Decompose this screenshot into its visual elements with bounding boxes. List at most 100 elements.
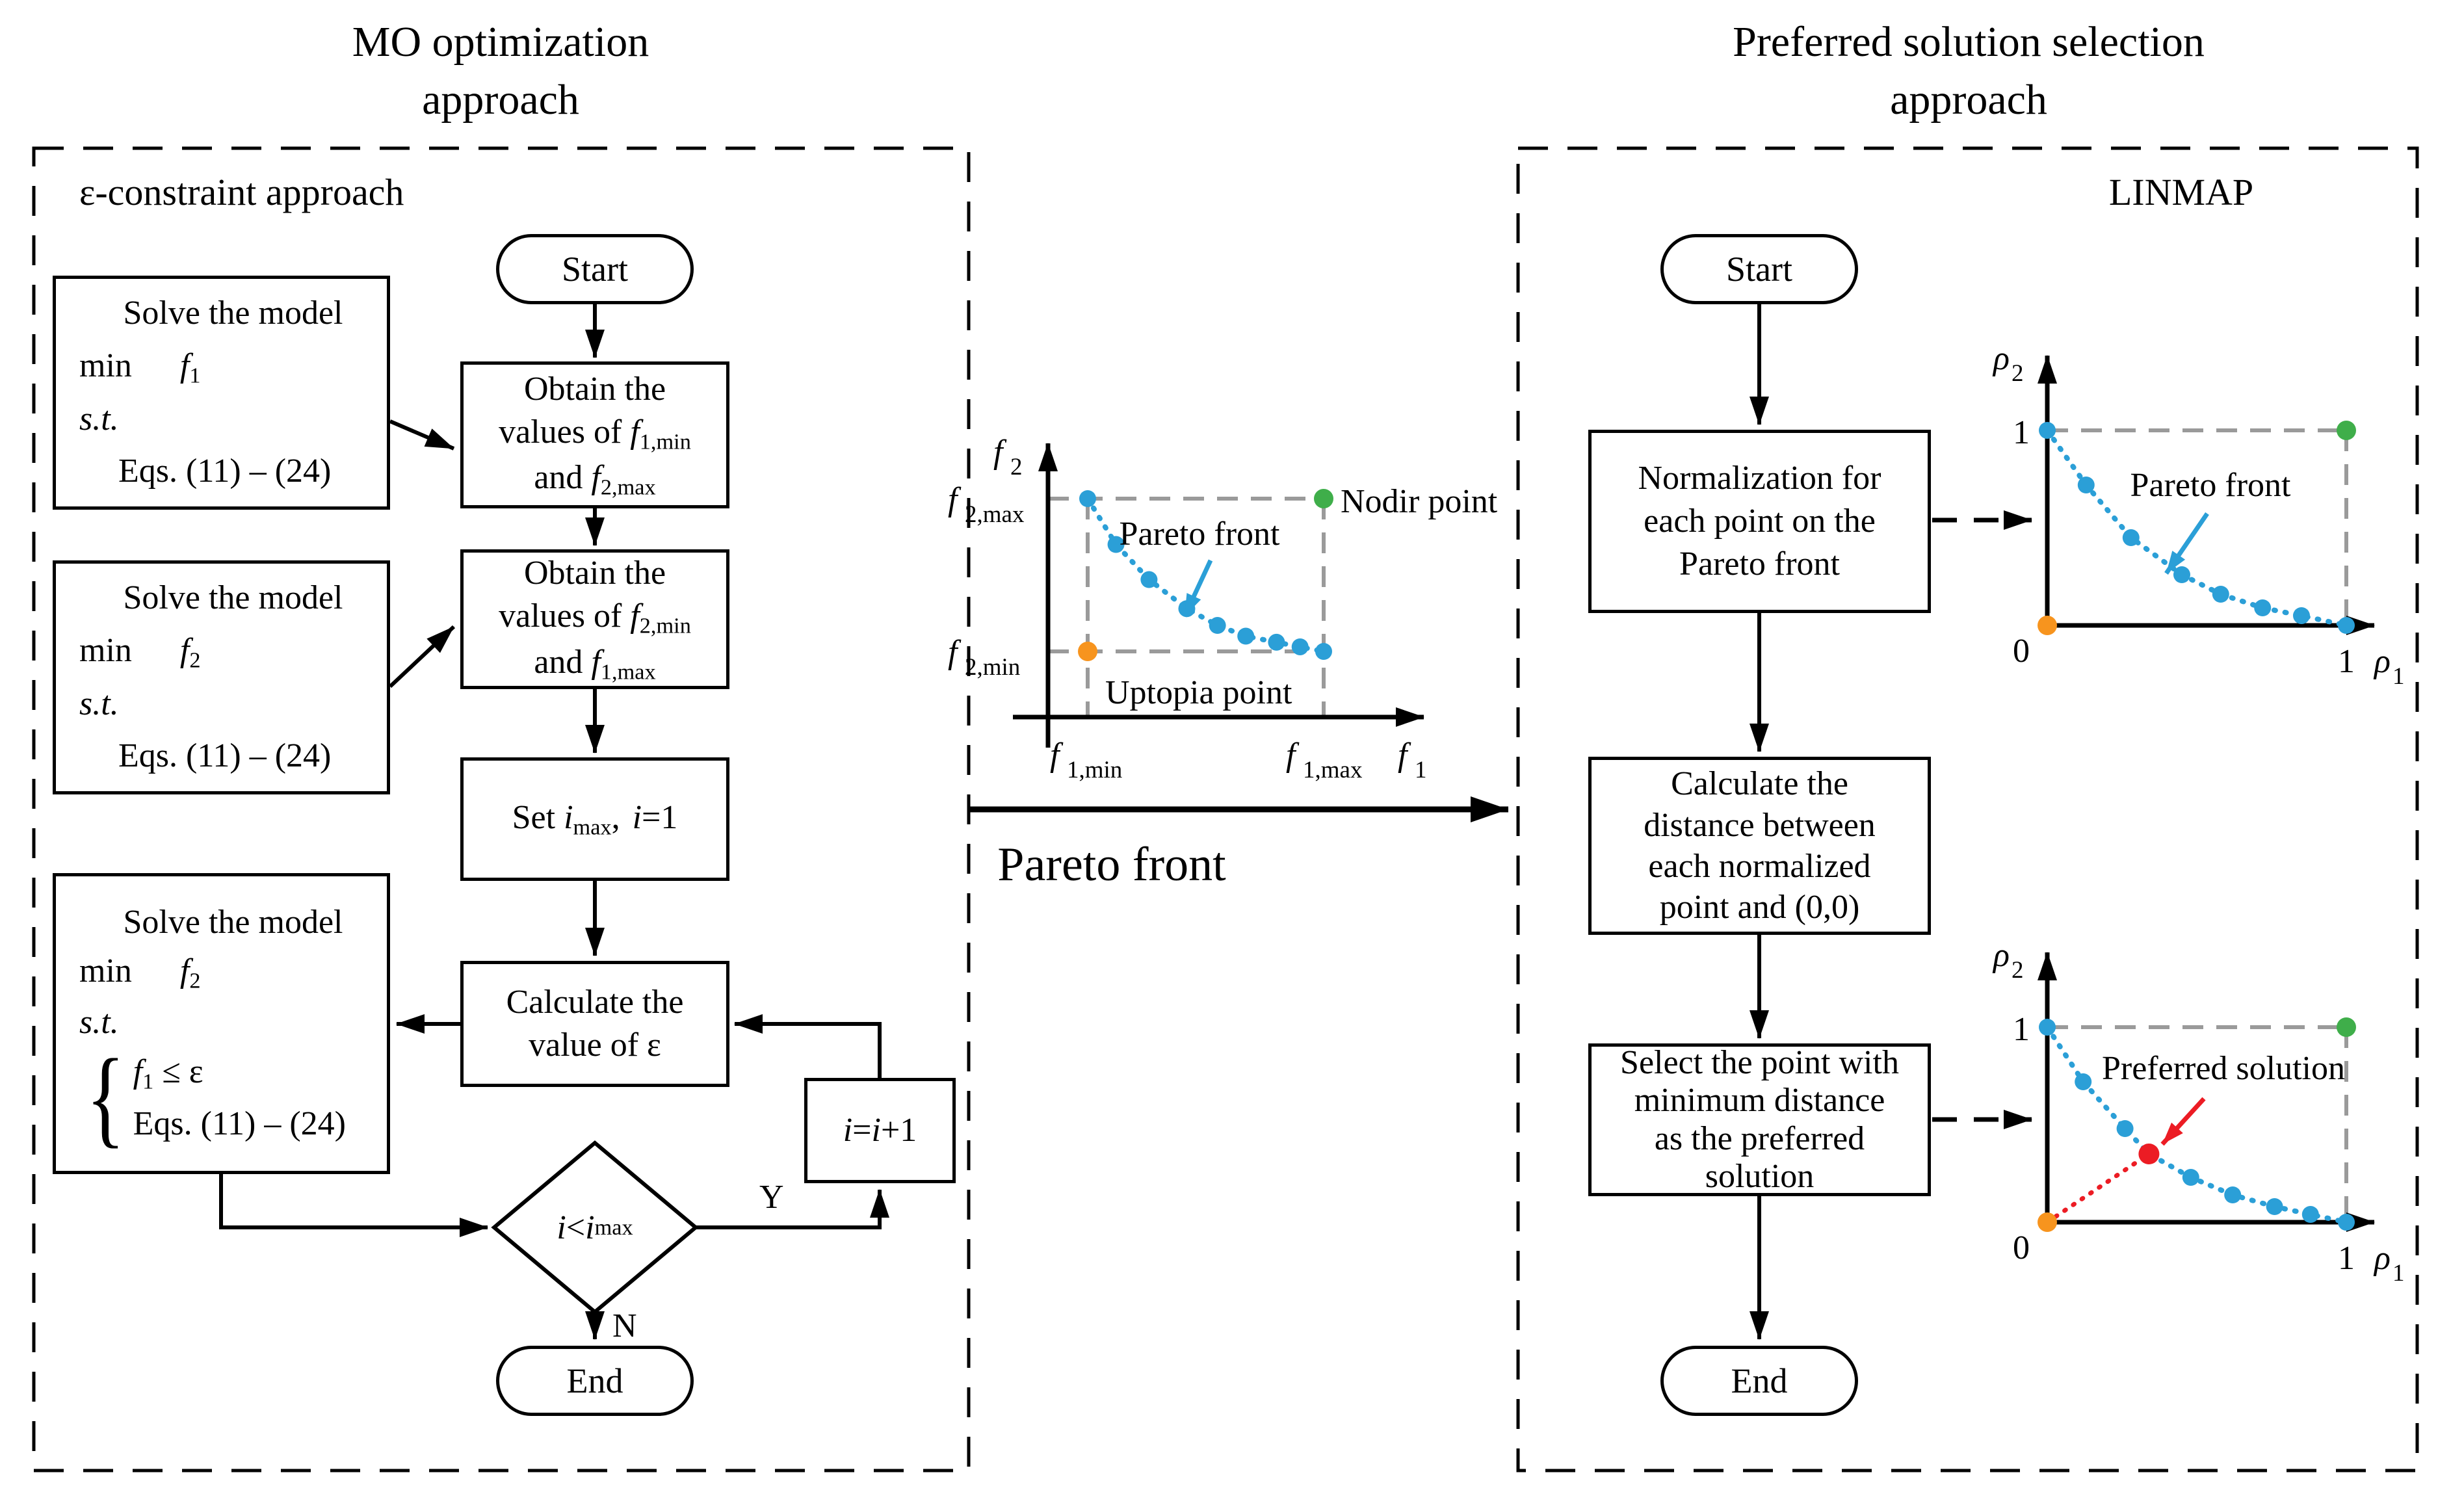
box-line: Solve the model <box>123 294 343 332</box>
box-line: Set imax, i=1 <box>512 796 678 842</box>
arrow-solve2-to-obtain2 <box>388 625 456 688</box>
right-end-node: End <box>1660 1346 1858 1416</box>
pareto-point <box>2075 1073 2092 1090</box>
pareto-point <box>2116 1120 2134 1137</box>
xtick-f1min-sub: 1,min <box>1067 757 1122 783</box>
i-symbol: i <box>557 1209 566 1246</box>
f-symbol: f <box>630 413 640 451</box>
decision-diamond <box>491 1140 699 1315</box>
xtick-1: 1 <box>2338 643 2355 680</box>
x-axis-label-sub: 1 <box>2392 1260 2405 1287</box>
pareto-point <box>1268 633 1285 651</box>
pareto-point <box>2039 422 2056 439</box>
x-axis-label-sub: 1 <box>1415 757 1427 783</box>
equations-ref: Eqs. (11) – (24) <box>118 737 332 775</box>
y-axis-label-sub: 2 <box>1010 454 1023 480</box>
objective-symbol: f <box>179 952 190 990</box>
pareto-points-group <box>1078 489 1333 661</box>
pareto-point <box>2212 586 2229 603</box>
x-axis-label: f <box>1398 737 1411 774</box>
ytick-f2max-sub: 2,max <box>965 501 1025 528</box>
i-symbol: i <box>632 798 642 836</box>
normalized-chart-bottom: ρ 2 1 0 1 ρ 1 Preferred solution <box>1992 937 2405 1287</box>
f-subscript: 1,min <box>639 429 691 454</box>
i-subscript: max <box>594 1214 633 1240</box>
pareto-point <box>2301 1206 2319 1223</box>
box-line: minimum distance <box>1634 1082 1885 1119</box>
arrow-decision-yes-to-incr <box>696 1189 889 1229</box>
x-axis-label-sub: 1 <box>2392 663 2405 690</box>
normalized-chart-top: ρ 2 1 0 1 ρ 1 Pareto front <box>1992 340 2405 690</box>
constraint-line1: f1 ≤ ε <box>133 1047 346 1099</box>
preferred-solution-annotation: Preferred solution <box>2102 1050 2345 1087</box>
objective-space-chart: f 2 f 2,max f 2,min f 1,min f 1,max f 1 … <box>948 434 1498 783</box>
subject-to: s.t. <box>79 685 119 722</box>
objective-subscript: 2 <box>189 968 201 993</box>
text-token: +1 <box>880 1111 917 1149</box>
pareto-front-pointer-arrow <box>2164 512 2209 575</box>
box-line: and f1,max <box>534 641 655 687</box>
x-axis-label: ρ <box>2373 1240 2391 1277</box>
pareto-point <box>2077 477 2095 493</box>
pareto-front-annotation: Pareto front <box>1120 516 1280 553</box>
f-subscript: 2,max <box>600 475 656 500</box>
start-label: Start <box>562 249 628 289</box>
text-token: Set <box>512 798 564 836</box>
calculate-epsilon-box: Calculate the value of ε <box>460 961 729 1087</box>
f-symbol: f <box>591 459 601 497</box>
ytick-1: 1 <box>2013 1011 2030 1048</box>
box-line: Obtain the <box>523 370 666 408</box>
normalization-box: Normalization for each point on the Pare… <box>1588 430 1931 613</box>
objective-subscript: 1 <box>189 363 201 388</box>
origin-0: 0 <box>2013 1229 2030 1266</box>
box-line: i=i+1 <box>843 1109 917 1152</box>
no-label: N <box>612 1307 637 1344</box>
y-axis-label: ρ <box>1992 937 2010 974</box>
equations-ref: Eqs. (11) – (24) <box>118 452 332 490</box>
left-start-node: Start <box>496 234 694 304</box>
ytick-f2min-sub: 2,min <box>965 654 1020 681</box>
objective-subscript: 2 <box>189 648 201 673</box>
left-title-line2: approach <box>422 76 579 124</box>
box-line: point and (0,0) <box>1659 889 1860 926</box>
box-line: as the preferred <box>1654 1119 1865 1157</box>
box-line: Calculate the <box>1671 765 1848 803</box>
text-token: and <box>534 643 592 681</box>
select-preferred-box: Select the point with minimum distance a… <box>1588 1043 1931 1196</box>
box-line: each normalized <box>1648 848 1871 885</box>
subject-to: s.t. <box>79 400 119 438</box>
left-title-line1: MO optimization <box>352 18 649 66</box>
constraint-line2: Eqs. (11) – (24) <box>133 1105 346 1143</box>
constraint-rest: ≤ ε <box>153 1053 203 1091</box>
min-keyword: min <box>79 952 132 990</box>
right-panel-border <box>1516 146 2419 1472</box>
pareto-front-curve <box>1085 496 1326 654</box>
text-token: values of <box>499 597 631 635</box>
pareto-point <box>1291 638 1309 655</box>
xtick-f1min: f <box>1050 737 1064 774</box>
f-symbol: f <box>133 1053 143 1091</box>
pareto-point <box>2122 529 2140 546</box>
arrow-solve3-to-decision <box>219 1174 488 1237</box>
y-axis-label-sub: 2 <box>2012 957 2024 984</box>
pareto-point <box>2224 1186 2242 1203</box>
i-symbol: i <box>585 1209 595 1246</box>
i-symbol: i <box>871 1111 881 1149</box>
origin-0: 0 <box>2013 633 2030 670</box>
calculate-distance-box: Calculate the distance between each norm… <box>1588 757 1931 935</box>
less-than: < <box>566 1209 586 1246</box>
f-subscript: 2,min <box>639 613 691 638</box>
obtain-f2min-f1max-box: Obtain the values of f2,min and f1,max <box>460 549 729 689</box>
preferred-solution-pointer-arrow <box>2160 1097 2206 1146</box>
box-line: Solve the model <box>123 903 343 941</box>
nadir-point <box>2337 421 2356 440</box>
right-flow-connectors <box>1750 304 2032 1340</box>
nadir-point <box>2337 1017 2356 1037</box>
right-title-line2: approach <box>1890 76 2047 124</box>
box-line: Pareto front <box>1679 545 1840 583</box>
